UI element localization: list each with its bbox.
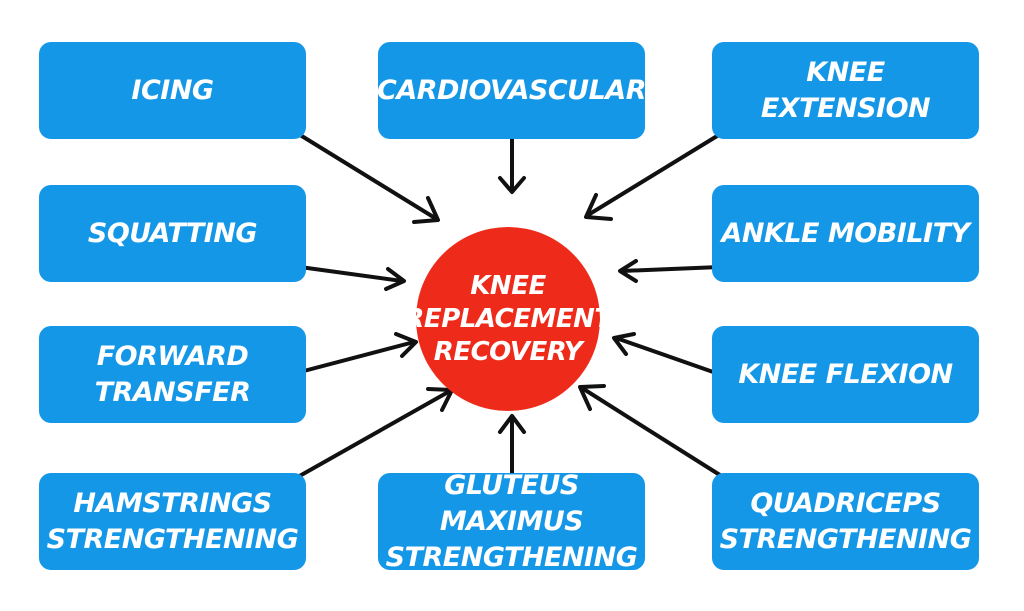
node-label: GLUTEUS MAXIMUS	[439, 469, 584, 537]
node-label: KNEE EXTENSION	[760, 56, 931, 124]
node-label: STRENGTHENING	[719, 523, 972, 555]
node-label: QUADRICEPS	[750, 487, 941, 519]
node-label: STRENGTHENING	[385, 541, 638, 573]
arrow-knee-flexion	[612, 332, 718, 375]
node-knee-flexion: KNEE FLEXION	[712, 326, 979, 423]
node-label: KNEE FLEXION	[738, 358, 953, 390]
arrow-ankle-mobility	[618, 259, 722, 283]
center-circle: KNEE REPLACEMENT RECOVERY	[404, 227, 612, 411]
center-line: REPLACEMENT	[404, 303, 612, 334]
center-line: RECOVERY	[433, 336, 583, 367]
node-ankle-mobility: ANKLE MOBILITY	[712, 185, 979, 282]
node-label: ANKLE MOBILITY	[721, 217, 970, 249]
node-hamstrings-strengthening: HAMSTRINGS STRENGTHENING	[39, 473, 306, 570]
node-label: SQUATTING	[87, 217, 258, 249]
arrow-gluteus-maximus	[498, 414, 526, 476]
center-line: KNEE	[470, 270, 546, 301]
node-label: ICING	[131, 74, 214, 106]
node-label: FORWARD	[96, 340, 249, 372]
arrow-knee-extension	[584, 131, 724, 221]
arrow-forward-transfer	[298, 332, 418, 374]
arrow-hamstrings	[294, 387, 454, 480]
node-label: TRANSFER	[94, 376, 251, 408]
node-cardiovascular: CARDIOVASCULAR	[377, 42, 647, 139]
node-label: CARDIOVASCULAR	[377, 74, 647, 106]
node-gluteus-maximus-strengthening: GLUTEUS MAXIMUS STRENGTHENING	[378, 470, 645, 573]
node-label: HAMSTRINGS	[73, 487, 272, 519]
arrow-squatting	[298, 265, 406, 291]
node-label: STRENGTHENING	[46, 523, 299, 555]
arrow-cardiovascular	[498, 136, 526, 194]
arrow-quadriceps	[578, 384, 725, 479]
node-icing: ICING	[39, 42, 306, 139]
arrow-icing	[290, 128, 440, 224]
node-forward-transfer: FORWARD TRANSFER	[39, 326, 306, 423]
node-quadriceps-strengthening: QUADRICEPS STRENGTHENING	[712, 473, 979, 570]
node-knee-extension: KNEE EXTENSION	[712, 42, 979, 139]
node-squatting: SQUATTING	[39, 185, 306, 282]
